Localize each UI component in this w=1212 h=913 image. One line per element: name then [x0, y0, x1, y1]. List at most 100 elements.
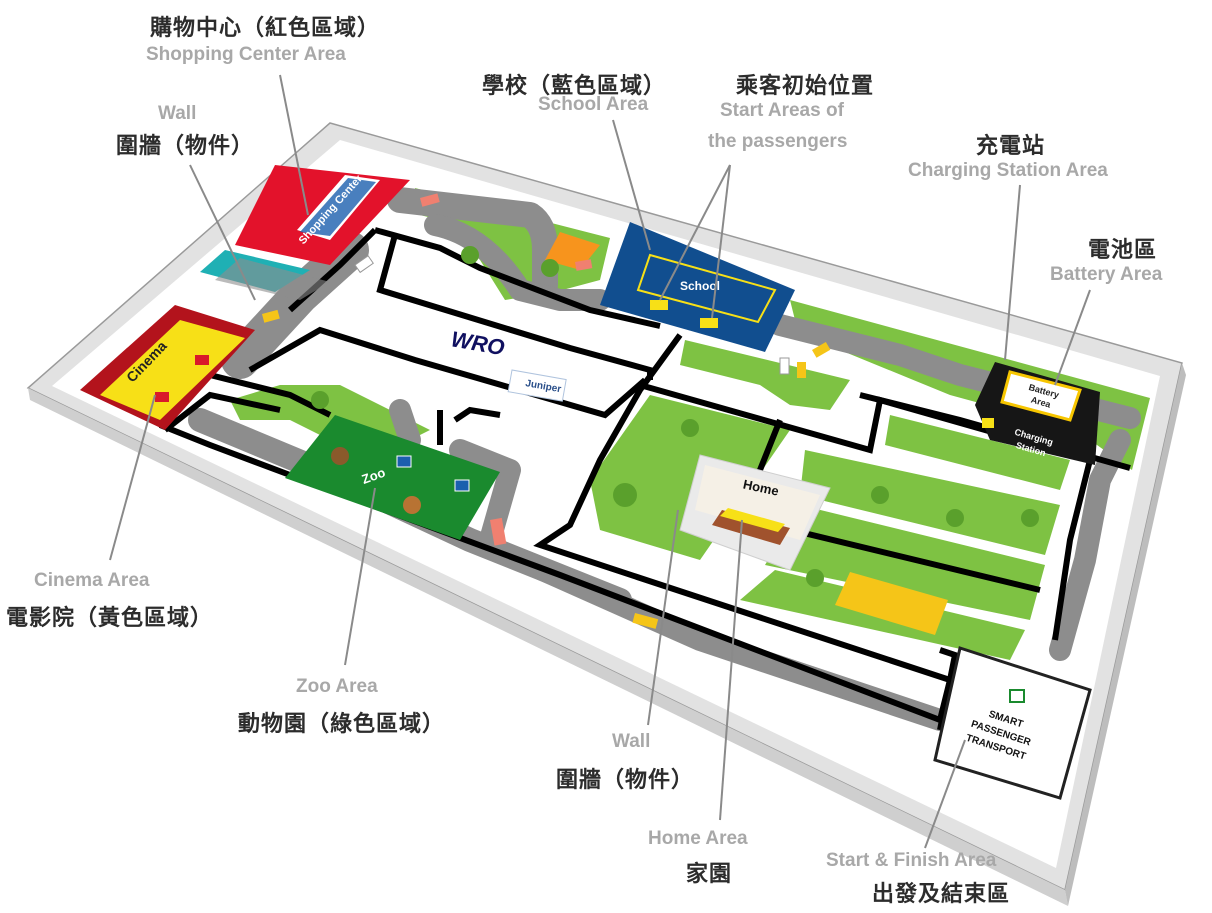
- car: [261, 309, 280, 323]
- road-zoo-right: [449, 439, 521, 551]
- label-passengers-zh: 乘客初始位置: [736, 74, 875, 99]
- start-finish-box: [933, 646, 1092, 800]
- car: [490, 517, 507, 546]
- line-left-b: [163, 391, 281, 433]
- label-charging-en: Charging Station Area: [908, 160, 1108, 181]
- line-middle: [248, 326, 647, 419]
- cinema-seat-1: [155, 392, 169, 402]
- label-zoo-en: Zoo Area: [296, 676, 378, 697]
- leader-charging: [1004, 184, 1021, 361]
- tree: [946, 509, 964, 527]
- car: [779, 357, 790, 375]
- label-wall-top-zh: 圍牆（物件）: [116, 134, 255, 159]
- cars: [261, 193, 831, 629]
- tree: [681, 419, 699, 437]
- leader-battery: [1054, 289, 1091, 386]
- label-battery-en: Battery Area: [1050, 264, 1163, 285]
- zoo-marker-2: [454, 479, 470, 492]
- label-shopping-zh: 購物中心（紅色區域）: [150, 16, 381, 41]
- zoo-giraffe: [403, 496, 421, 514]
- label-wall-top-en: Wall: [158, 103, 197, 124]
- school-area: School: [545, 222, 795, 352]
- grass-home-right-mid: [765, 505, 1045, 620]
- label-wall-bottom-en: Wall: [612, 731, 651, 752]
- leader-start-finish: [924, 739, 966, 849]
- zoo-area: Zoo: [285, 415, 500, 540]
- shopping-center-area: Shopping Center: [200, 165, 410, 300]
- road-zoo-top: [389, 399, 421, 451]
- label-start-finish-en: Start & Finish Area: [826, 850, 997, 871]
- trees: [311, 246, 1039, 587]
- tree: [1021, 509, 1039, 527]
- line-top: [374, 227, 661, 329]
- leader-passenger-2: [711, 164, 731, 319]
- leader-zoo: [344, 487, 376, 666]
- label-school-en: School Area: [538, 94, 649, 115]
- label-school-zh: 學校（藍色區域）: [482, 74, 667, 99]
- grass-right-strip: [885, 415, 1070, 490]
- cinema-area: Cinema: [80, 305, 255, 430]
- callout-lines: [109, 74, 1091, 849]
- leader-passenger-1: [659, 164, 731, 301]
- label-wall-bottom-zh: 圍牆（物件）: [556, 768, 695, 793]
- zoo-marker-1: [396, 455, 412, 468]
- grass-school-bottom: [680, 340, 850, 410]
- leader-shopping: [279, 74, 309, 216]
- label-start-finish-zh: 出發及結束區: [872, 882, 1011, 907]
- cinema-yellow-block: [100, 320, 245, 420]
- road-top-inner: [424, 214, 611, 311]
- tree: [541, 259, 559, 277]
- wall-front-face: [28, 388, 1068, 906]
- leader-school: [612, 119, 651, 251]
- grass-home-right-top: [800, 450, 1060, 555]
- home-room: [695, 465, 820, 540]
- bus-icon: [1009, 689, 1025, 703]
- leader-wall-bottom: [647, 509, 679, 726]
- zoo-monkey: [331, 447, 349, 465]
- car: [354, 255, 374, 274]
- tree: [806, 569, 824, 587]
- tree: [461, 246, 479, 264]
- battery-box: [1000, 370, 1082, 422]
- car: [574, 259, 593, 271]
- label-passengers-en-2: the passengers: [708, 131, 848, 152]
- label-zoo-zh: 動物園（綠色區域）: [238, 712, 446, 737]
- home-bed-cover: [720, 508, 785, 532]
- label-cinema-zh: 電影院（黃色區域）: [6, 606, 214, 631]
- label-shopping-en: Shopping Center Area: [146, 44, 346, 65]
- charging-station-area: Battery Area Charging Station: [975, 362, 1100, 465]
- road-top: [387, 187, 558, 298]
- passenger-start-1: [650, 300, 668, 310]
- car: [812, 342, 831, 358]
- passenger-start-2: [700, 318, 718, 328]
- zoo-green-block: [285, 415, 500, 540]
- label-passengers-en-1: Start Areas of: [720, 100, 844, 121]
- line-zoo-b: [453, 406, 501, 423]
- home-area: Home: [679, 454, 831, 571]
- label-charging-zh: 充電站: [976, 134, 1046, 159]
- leader-wall-top: [189, 164, 256, 301]
- tree: [613, 483, 637, 507]
- tree: [311, 391, 329, 409]
- label-battery-zh: 電池區: [1088, 238, 1158, 263]
- leader-home: [719, 519, 743, 821]
- label-home-zh: 家園: [686, 862, 733, 887]
- school-sign: School: [680, 279, 720, 293]
- car: [420, 193, 440, 207]
- charging-pad: [982, 418, 994, 428]
- shopping-parking: [215, 258, 330, 300]
- home-sign: Home: [742, 477, 780, 499]
- sponsor-logo-box: [507, 369, 567, 402]
- label-cinema-en: Cinema Area: [34, 570, 150, 591]
- school-court: [636, 253, 777, 324]
- line-startfinish: [937, 647, 959, 731]
- tree: [871, 486, 889, 504]
- shopping-windows: [300, 178, 376, 236]
- leader-cinema: [109, 394, 156, 561]
- label-home-en: Home Area: [648, 828, 748, 849]
- start-finish-area: SMART PASSENGER TRANSPORT: [933, 646, 1092, 800]
- yellow-bus-pad: [835, 572, 948, 635]
- cinema-seat-2: [195, 355, 209, 365]
- car: [797, 362, 806, 378]
